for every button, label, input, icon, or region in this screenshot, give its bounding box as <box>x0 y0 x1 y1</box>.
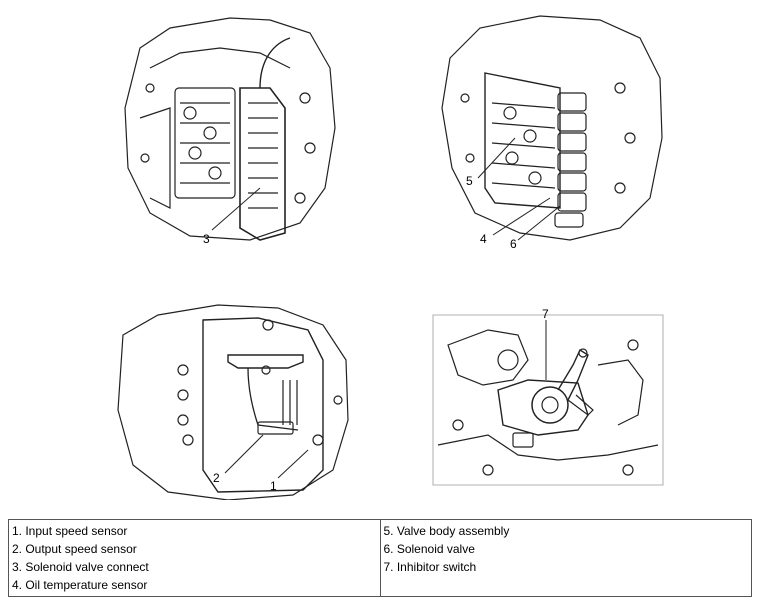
transmission-drawing-3: 2 1 <box>117 304 349 500</box>
callout-1: 1 <box>270 479 277 493</box>
legend-column-right: 5. Valve body assembly 6. Solenoid valve… <box>379 519 752 597</box>
figure-inhibitor-switch: 7 <box>428 305 668 495</box>
legend-item: 2. Output speed sensor <box>12 542 137 556</box>
legend-item: 3. Solenoid valve connect <box>12 560 149 574</box>
callout-2: 2 <box>213 471 220 485</box>
callout-6: 6 <box>510 237 517 251</box>
legend-item: 6. Solenoid valve <box>383 542 475 556</box>
legend-item: 5. Valve body assembly <box>383 524 510 538</box>
legend-item: 4. Oil temperature sensor <box>12 578 148 592</box>
transmission-drawing-4: 7 <box>432 307 664 486</box>
callout-5: 5 <box>466 174 473 188</box>
legend-item: 7. Inhibitor switch <box>383 560 477 574</box>
figure-speed-sensors: 2 1 <box>108 300 353 500</box>
legend-table: 1. Input speed sensor 2. Output speed se… <box>8 519 752 597</box>
legend-column-left: 1. Input speed sensor 2. Output speed se… <box>8 519 381 597</box>
figure-solenoid-connector: 3 <box>110 8 340 248</box>
figure-valve-body: 5 4 6 <box>430 8 670 253</box>
legend-row: 1. Input speed sensor 2. Output speed se… <box>8 519 752 597</box>
transmission-drawing-2: 5 4 6 <box>441 15 663 251</box>
callout-3: 3 <box>203 232 210 246</box>
transmission-drawing-1: 3 <box>124 17 336 246</box>
legend-item: 1. Input speed sensor <box>12 524 128 538</box>
callout-7: 7 <box>542 307 549 321</box>
callout-4: 4 <box>480 232 487 246</box>
